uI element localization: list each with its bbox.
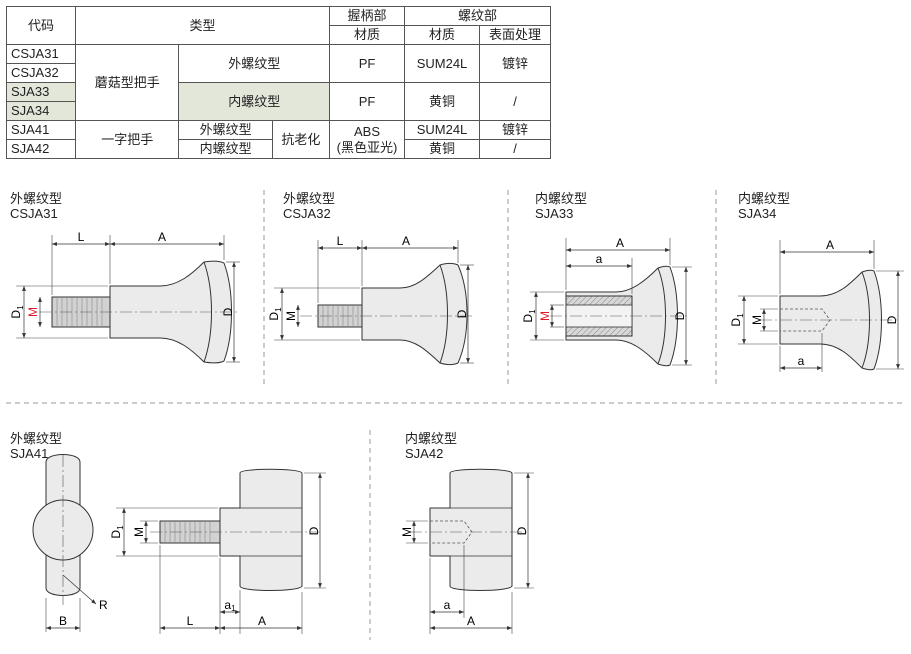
dim-D1: D1 [267, 307, 283, 321]
spec-table: 代码 类型 握柄部 螺纹部 材质 材质 表面处理 CSJA31 蘑菇型把手 外螺… [6, 6, 551, 159]
header-surface: 表面处理 [479, 25, 551, 45]
caption-code: SJA42 [405, 446, 444, 461]
dim-A: A [826, 238, 834, 252]
dim-a: a [798, 354, 805, 368]
dim-A: A [158, 230, 166, 244]
surface-zinc-2: 镀锌 [479, 120, 551, 140]
row-code-sja42: SJA42 [6, 139, 76, 159]
caption-type: 内螺纹型 [405, 431, 458, 446]
dim-M: M [750, 315, 764, 325]
caption-type: 内螺纹型 [738, 191, 791, 206]
caption-type: 外螺纹型 [10, 191, 63, 206]
caption-code: CSJA32 [283, 206, 331, 221]
t-handle-body [219, 468, 303, 591]
thread-material-sum24l: SUM24L [404, 44, 480, 83]
dim-A: A [467, 614, 475, 628]
drawing-sja42-side: D M a A [400, 468, 534, 634]
header-code: 代码 [6, 6, 76, 45]
drawing-sja33: A a D D1 M [521, 236, 692, 367]
row-code-sja41: SJA41 [6, 120, 76, 140]
dim-a1: a1 [224, 598, 236, 613]
dim-L: L [337, 234, 344, 248]
type-internal-thread-2: 内螺纹型 [178, 139, 273, 159]
thread-material-brass-2: 黄铜 [404, 139, 480, 159]
dim-D: D [885, 315, 899, 324]
dim-A: A [402, 234, 410, 248]
dim-L: L [78, 230, 85, 244]
type-anti-aging: 抗老化 [271, 120, 331, 159]
dim-D: D [455, 309, 469, 318]
separators [6, 190, 905, 640]
thread-material-brass: 黄铜 [404, 82, 480, 121]
caption-code: SJA34 [738, 206, 777, 221]
caption-type: 外螺纹型 [10, 431, 63, 446]
type-t-handle: 一字把手 [74, 120, 180, 159]
dim-M: M [132, 527, 146, 537]
dim-D1: D1 [521, 309, 537, 323]
dim-R: R [99, 598, 108, 612]
dim-a: a [444, 598, 451, 612]
grip-material-pf: PF [329, 44, 405, 83]
drawing-csja31: L A D D1 M [9, 230, 240, 364]
drawing-sja41-side: D D1 M L A a1 [109, 468, 326, 634]
caption-type: 内螺纹型 [535, 191, 588, 206]
dim-A: A [616, 236, 624, 250]
dim-M: M [284, 311, 298, 321]
caption-type: 外螺纹型 [283, 191, 336, 206]
mushroom-body [361, 262, 468, 366]
surface-none-2: / [479, 139, 551, 159]
dim-a: a [596, 252, 603, 266]
row-code-csja32: CSJA32 [6, 63, 76, 83]
dim-D: D [515, 526, 529, 535]
drawing-csja32: L A D D1 M [267, 234, 474, 366]
dim-A: A [258, 614, 266, 628]
dim-D: D [221, 307, 235, 316]
dim-D1: D1 [729, 313, 745, 327]
type-external-thread-2: 外螺纹型 [178, 120, 273, 140]
dim-M: M [26, 307, 40, 317]
dim-D: D [307, 526, 321, 535]
dim-D1: D1 [109, 525, 125, 539]
caption-code: SJA33 [535, 206, 574, 221]
t-handle-body [429, 468, 513, 591]
thread-material-sum24l-2: SUM24L [404, 120, 480, 140]
dim-M: M [538, 311, 552, 321]
row-code-csja31: CSJA31 [6, 44, 76, 64]
grip-material-abs: ABS(黑色亚光) [329, 120, 405, 159]
row-code-sja34: SJA34 [6, 101, 76, 121]
caption-code: SJA41 [10, 446, 49, 461]
caption-code: CSJA31 [10, 206, 58, 221]
dim-D: D [673, 311, 687, 320]
type-internal-thread: 内螺纹型 [178, 82, 330, 121]
dim-M: M [400, 527, 414, 537]
drawing-sja34: A a D D1 M [729, 238, 904, 372]
abs-note: (黑色亚光) [336, 139, 398, 155]
header-type: 类型 [75, 6, 330, 45]
grip-material-pf-2: PF [329, 82, 405, 121]
dim-B: B [59, 614, 67, 628]
dim-L: L [187, 614, 194, 628]
dim-D1: D1 [9, 305, 25, 319]
abs-label: ABS [353, 123, 380, 139]
drawing-sja41-front: R B [32, 454, 108, 632]
